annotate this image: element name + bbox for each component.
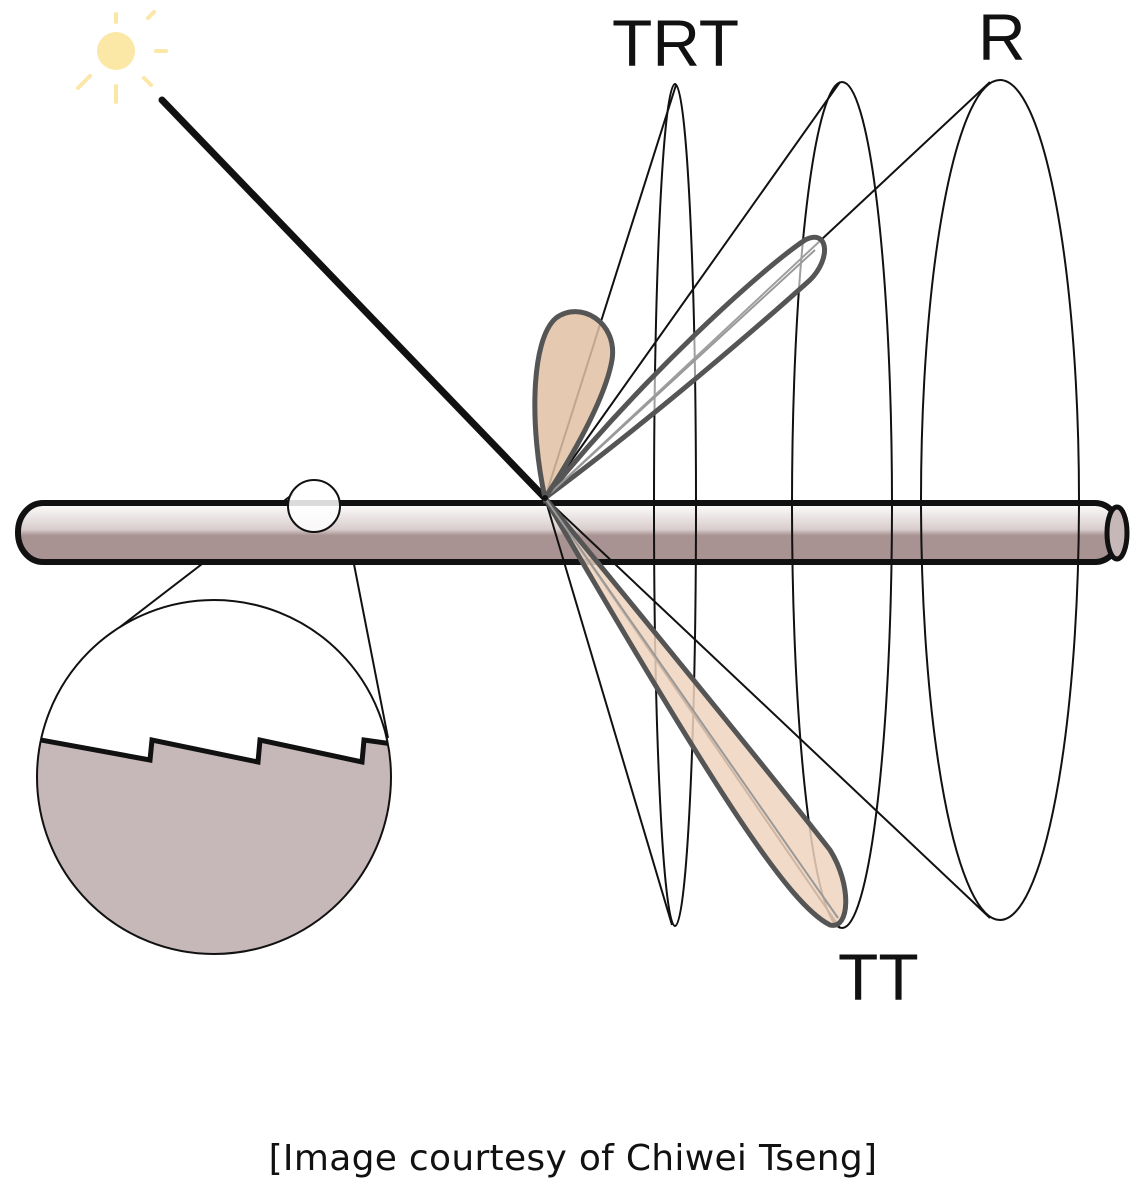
diagram-svg: TRT R TT (15, 0, 1130, 1014)
cuticle-zoom-view (36, 599, 392, 955)
sun-icon (76, 10, 168, 104)
trt-label: TRT (612, 6, 739, 80)
r-label: R (978, 0, 1026, 74)
image-caption: [Image courtesy of Chiwei Tseng] (268, 1138, 878, 1179)
trt-cone (544, 83, 697, 927)
scatter-point (542, 495, 548, 501)
incident-ray (158, 96, 549, 502)
magnifier-bubble (287, 479, 341, 533)
tt-label: TT (838, 940, 919, 1014)
tt-lobe (542, 496, 849, 928)
cuticle-scale-profile (37, 735, 391, 954)
r-lobe (543, 234, 827, 501)
trt-lobe (532, 309, 616, 505)
